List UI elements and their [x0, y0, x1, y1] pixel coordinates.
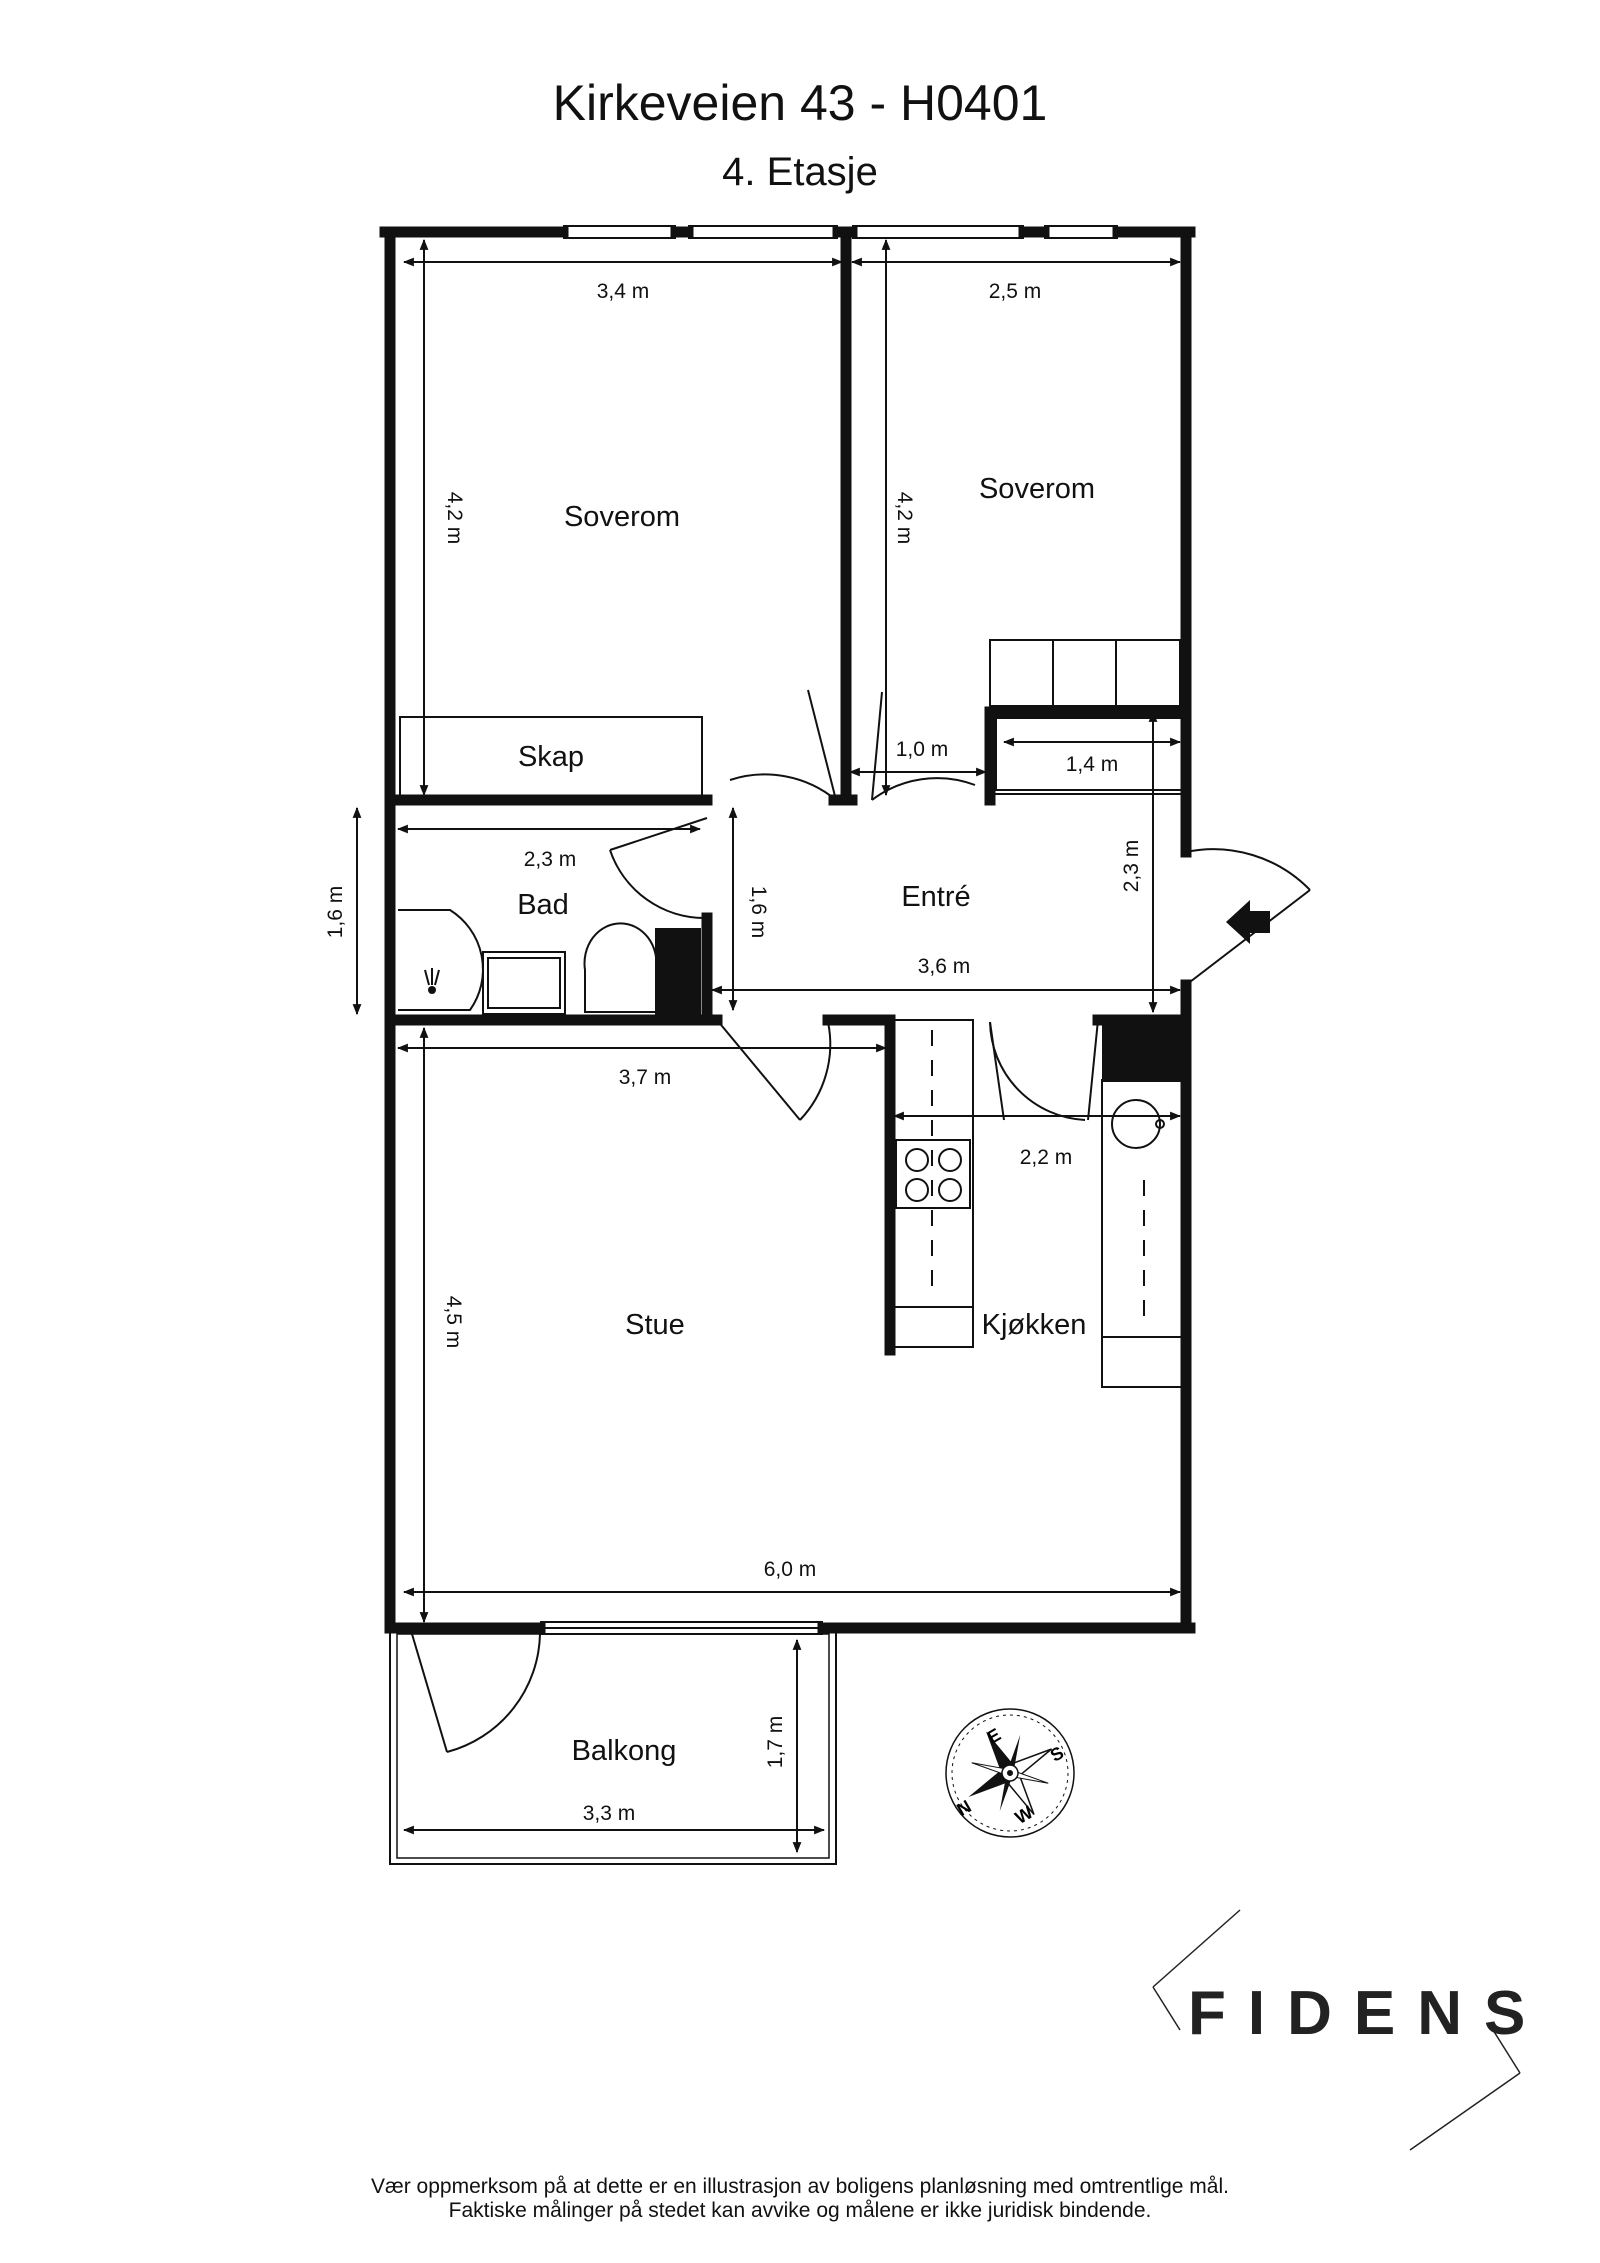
disclaimer-line-1: Vær oppmerksom på at dette er en illustr… — [371, 2175, 1229, 2198]
dim-entre-depth-right: 2,3 m — [1120, 840, 1143, 893]
dim-closet-width: 1,4 m — [1066, 753, 1119, 776]
windows — [540, 225, 1186, 1635]
disclaimer: Vær oppmerksom på at dette er en illustr… — [0, 2175, 1600, 2223]
compass-w: W — [1012, 1802, 1037, 1828]
dim-entre-width: 3,6 m — [918, 955, 971, 978]
compass-e: E — [984, 1724, 1004, 1747]
room-label-kjokken: Kjøkken — [982, 1309, 1087, 1341]
bath-cabinet — [655, 928, 701, 1018]
closet — [995, 717, 1183, 791]
shower — [398, 909, 484, 1011]
entry-arrow-icon — [1226, 900, 1270, 944]
room-label-soverom-left: Soverom — [564, 501, 680, 533]
dim-kjokken-width: 2,2 m — [1020, 1146, 1073, 1169]
floor-subtitle: 4. Etasje — [722, 150, 878, 194]
dim-total-width: 6,0 m — [764, 1558, 817, 1581]
dim-bad-depth: 1,6 m — [324, 886, 347, 939]
bedroom-shelf — [989, 639, 1181, 707]
dim-soverom-right-depth: 4,2 m — [893, 492, 916, 545]
bath-sink — [482, 951, 566, 1015]
dimension-labels: 3,4 m 2,5 m 4,2 m 4,2 m 1,0 m 1,4 m 2,3 … — [324, 280, 1143, 1825]
room-label-skap: Skap — [518, 741, 584, 773]
wardrobe — [399, 716, 703, 798]
fixtures — [398, 639, 1187, 1388]
room-labels: Soverom Soverom Skap Bad Entré Stue Kjøk… — [517, 473, 1095, 1767]
dim-bad-width: 2,3 m — [524, 848, 577, 871]
room-label-balkong: Balkong — [572, 1735, 677, 1767]
compass-rose-icon: N E S W — [945, 1708, 1075, 1838]
room-label-soverom-right: Soverom — [979, 473, 1095, 505]
room-label-stue: Stue — [625, 1309, 685, 1341]
dim-balkong-width: 3,3 m — [583, 1802, 636, 1825]
fridge — [1102, 1022, 1186, 1082]
kitchen-counter-right — [1101, 1079, 1187, 1388]
dim-soverom-left-width: 3,4 m — [597, 280, 650, 303]
stove — [895, 1139, 971, 1209]
kitchen-sink — [1111, 1099, 1161, 1149]
dim-soverom-left-depth: 4,2 m — [443, 492, 466, 545]
walls — [379, 226, 1196, 1634]
dim-door-width: 1,0 m — [896, 738, 949, 761]
dim-soverom-right-width: 2,5 m — [989, 280, 1042, 303]
shower-head-icon — [424, 968, 440, 994]
dim-balkong-depth: 1,7 m — [764, 1716, 787, 1769]
toilet — [583, 922, 658, 1013]
disclaimer-line-2: Faktiske målinger på stedet kan avvike o… — [448, 2199, 1152, 2222]
plan-title: Kirkeveien 43 - H0401 — [552, 75, 1048, 131]
balcony-outline — [389, 1627, 837, 1865]
dim-stue-top-width: 3,7 m — [619, 1066, 672, 1089]
room-label-entre: Entré — [901, 881, 970, 913]
dim-stue-depth: 4,5 m — [442, 1296, 465, 1349]
dimension-lines — [352, 238, 1182, 1854]
compass-s: S — [1047, 1742, 1067, 1765]
dim-entre-depth-left: 1,6 m — [747, 886, 770, 939]
room-label-bad: Bad — [517, 889, 569, 921]
kitchen-counter-left — [890, 1019, 974, 1348]
fidens-logo: FIDENS — [1152, 1909, 1547, 2151]
logo-text: FIDENS — [1188, 1979, 1547, 2048]
